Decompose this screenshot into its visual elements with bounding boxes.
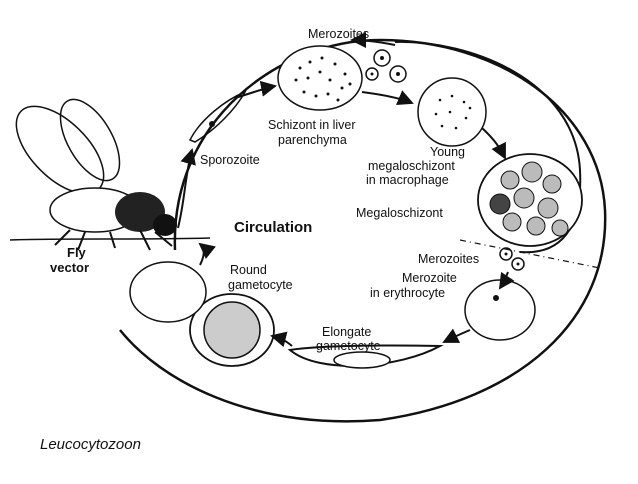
label-round-2: gametocyte [228,278,293,292]
label-merozoite-ery-2: in erythrocyte [370,286,445,300]
label-schizont-liver-2: parenchyma [278,133,347,147]
arrow-merozoites-to-erythrocyte [498,271,515,290]
label-merozoites-right: Merozoites [418,252,479,266]
label-merozoites-top: Merozoites [308,27,369,41]
arrow-ery-to-elongate [442,328,471,343]
erythrocyte-merozoite-icon [464,279,536,341]
label-sporozoite: Sporozoite [200,153,260,167]
label-schizont-liver-1: Schizont in liver [268,118,356,132]
label-fly: Fly [67,245,87,260]
outer-cycle-loop [119,38,607,423]
round-gametocyte-icon [189,293,275,367]
arrow-fly-to-sporozoite [177,148,196,229]
label-vector: vector [50,260,89,275]
sporozoite-icon [188,90,247,143]
label-round-1: Round [230,263,267,277]
label-young-2: megaloschizont [368,159,455,173]
label-elongate-1: Elongate [322,325,371,339]
label-megaloschizont: Megaloschizont [356,206,443,220]
young-megaloschizont-icon [417,77,487,147]
caption: Leucocytozoon [40,436,141,453]
liver-schizont-icon [277,45,363,111]
fly-vector-icon [9,98,211,251]
label-elongate-2: gametocyte [316,339,381,353]
arrow-young-to-mega [481,127,506,160]
sporozoite-nucleus [209,121,215,127]
inner-return-loop [394,40,582,254]
arrow-schizont-to-young [361,90,414,106]
label-young-3: in macrophage [366,173,449,187]
empty-erythrocyte-icon [129,261,207,323]
arrow-elongate-to-round [270,331,293,348]
arrow-top-merozoites [350,32,396,49]
arrow-sporozoite-to-schizont [234,80,277,99]
label-young-1: Young [430,145,465,159]
label-merozoite-ery-1: Merozoite [402,271,457,285]
label-circulation: Circulation [234,219,312,236]
arrow-round-to-fly [198,242,216,266]
megaloschizont-icon [477,153,583,247]
